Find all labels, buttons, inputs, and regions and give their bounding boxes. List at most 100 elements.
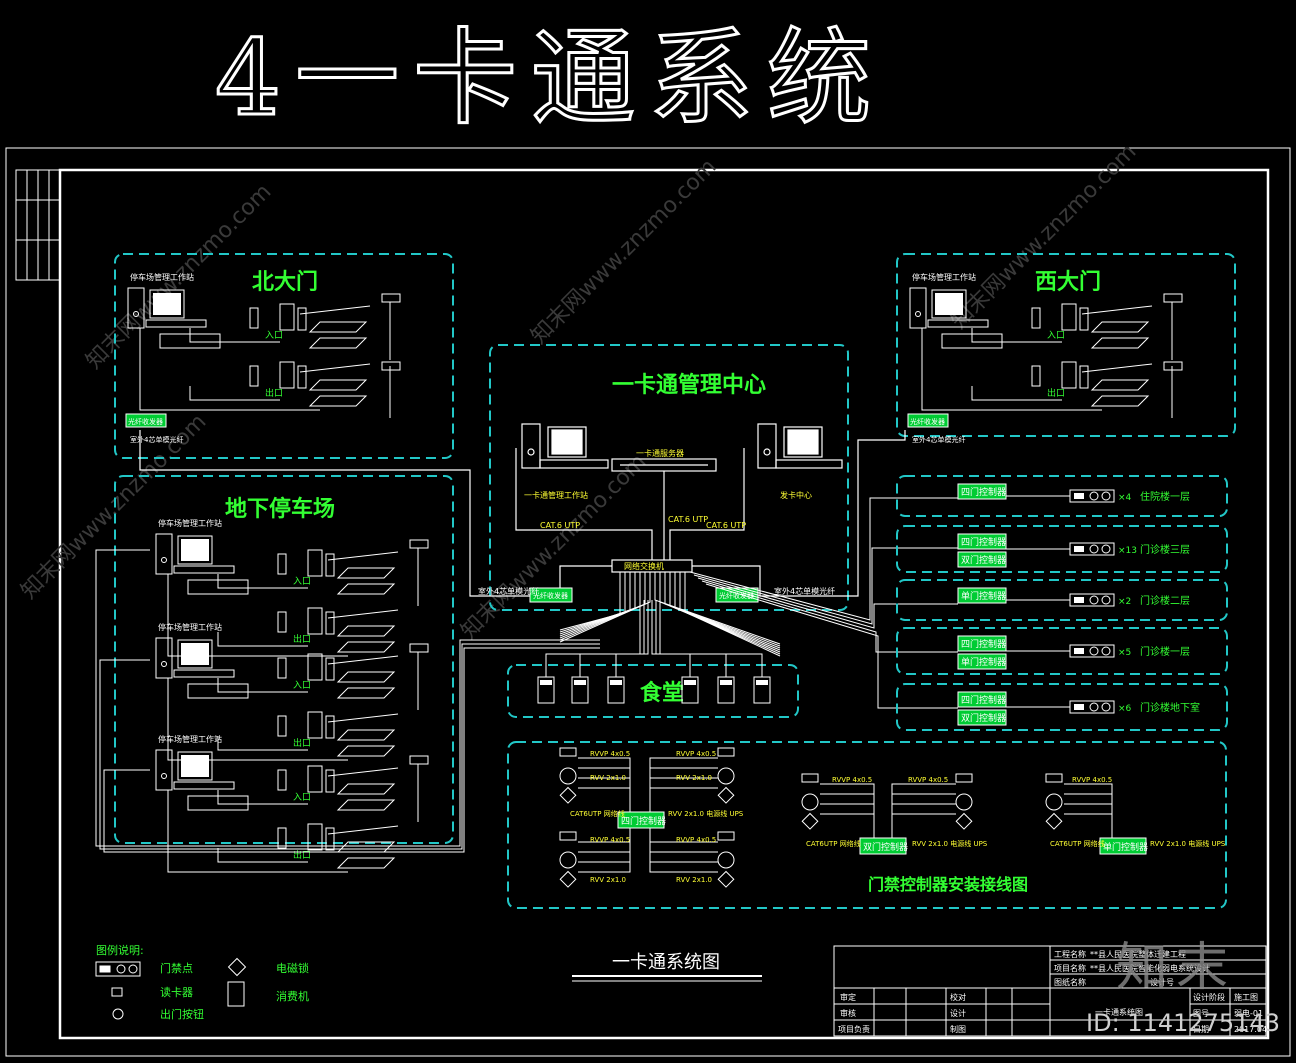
- door-device-icon: [955, 773, 973, 830]
- issuing-center-icon: [757, 423, 843, 469]
- door-device-icon: [717, 831, 735, 888]
- controller-box: [957, 483, 1007, 500]
- wiring-controller-label: 四门控制器: [621, 815, 666, 827]
- legend-item-maglock: 电磁锁: [276, 961, 309, 975]
- controller-box: [957, 709, 1007, 726]
- wiring-line: [1064, 803, 1113, 838]
- drawing-caption: 一卡通系统图: [612, 952, 720, 973]
- location-label: 门诊楼地下室: [1140, 701, 1200, 714]
- wiring-controller-box: [1099, 837, 1147, 855]
- cable-label: RVV 2x1.0: [590, 774, 626, 782]
- controller-label: 四门控制器: [961, 694, 1006, 706]
- cable-label: RVV 2x1.0: [676, 774, 712, 782]
- wiring-controller-label: 双门控制器: [863, 841, 908, 853]
- tb-review: 审核: [840, 1008, 856, 1018]
- door-count: ×4: [1118, 493, 1132, 503]
- access-feed-line: [701, 580, 958, 653]
- tb-design: 设计: [950, 1008, 966, 1018]
- controller-label: 双门控制器: [961, 554, 1006, 566]
- region-title-wiring: 门禁控制器安装接线图: [868, 875, 1028, 894]
- wiring-line: [891, 793, 956, 838]
- region-title-center: 一卡通管理中心: [612, 372, 766, 398]
- controller-box: [957, 587, 1007, 604]
- access-feed-line: [697, 577, 958, 629]
- inner-frame: [58, 168, 1270, 1040]
- cable-label: CAT6UTP 网络线: [1050, 839, 1105, 848]
- cable-bundle: [559, 497, 958, 709]
- region-wiring: [507, 741, 1227, 909]
- workstation-label: 停车场管理工作站: [130, 272, 194, 282]
- parking-feed-line: [99, 643, 600, 850]
- region-north-gate: [114, 253, 454, 459]
- region-parking: [114, 475, 454, 844]
- converter-label: 光纤收发器: [910, 417, 945, 426]
- tb-item-label: 项目名称: [1054, 963, 1086, 973]
- cable-label: RVV 2x1.0: [590, 876, 626, 884]
- wiring-line: [649, 828, 718, 873]
- access-feed-line: [705, 583, 958, 709]
- tb-draw: 制图: [950, 1024, 966, 1034]
- region-title-north-gate: 北大门: [252, 269, 318, 295]
- cable-label: RVVP 4x0.5: [1072, 776, 1112, 784]
- label-fiber-right: 室外4芯单模光纤: [774, 586, 835, 596]
- tb-item-value: **县人民医院智能化弱电系统设计: [1090, 963, 1210, 973]
- access-row-border: [896, 475, 1228, 517]
- legend-pos-icon: [227, 981, 245, 1007]
- door-count: ×6: [1118, 704, 1132, 714]
- tb-project-value: **县人民医院整体迁建工程: [1090, 949, 1186, 959]
- title-block: [833, 945, 1267, 1037]
- tb-drawing-no-label: 图号: [1193, 1009, 1209, 1018]
- entry-label: 入口: [265, 330, 283, 341]
- region-center: [489, 344, 849, 611]
- wiring-controller-box: [859, 837, 907, 855]
- tb-check: 校对: [950, 992, 966, 1002]
- tb-drawing-label: 图纸名称: [1054, 977, 1086, 987]
- bundle-line: [684, 572, 781, 657]
- exit-label: 出口: [1047, 387, 1065, 399]
- wiring-line: [820, 803, 875, 838]
- wiring-line: [649, 828, 718, 863]
- converter-left: [529, 587, 573, 603]
- wiring-line: [649, 777, 718, 812]
- location-label: 住院楼一层: [1140, 490, 1190, 503]
- wiring-line: [820, 793, 875, 838]
- exit-label: 出口: [293, 849, 311, 861]
- label-switch: 网络交换机: [624, 561, 664, 571]
- wiring-line: [891, 803, 956, 838]
- access-row-border: [896, 525, 1228, 573]
- location-label: 门诊楼三层: [1140, 543, 1190, 556]
- wiring-line: [891, 813, 956, 838]
- controller-box: [957, 635, 1007, 652]
- location-label: 门诊楼一层: [1140, 645, 1190, 658]
- entry-label: 入口: [293, 680, 311, 691]
- controller-label: 单门控制器: [961, 590, 1006, 602]
- tb-approve: 审定: [840, 992, 856, 1002]
- watermark-text: 知末网www.znzmo.com: [947, 139, 1142, 334]
- access-feed-line: [689, 497, 958, 621]
- workstation-label: 停车场管理工作站: [912, 272, 976, 282]
- exit-label: 出口: [265, 387, 283, 399]
- bundle-line: [664, 572, 781, 649]
- wiring-line: [649, 787, 718, 812]
- image-id: ID: 1141275143: [1086, 1009, 1280, 1037]
- access-row-border: [896, 683, 1228, 731]
- workstation-label: 停车场管理工作站: [158, 518, 222, 528]
- controller-label: 四门控制器: [961, 486, 1006, 498]
- controller-box: [957, 691, 1007, 708]
- pos-terminal-icon: [571, 600, 645, 704]
- tb-drawing-no-value: 弱电-01: [1234, 1008, 1263, 1018]
- region-west-gate: [896, 253, 1236, 437]
- label-cable-mid: CAT.6 UTP: [668, 515, 708, 524]
- legend: 图例说明: 门禁点 电磁锁 读卡器 消费机 出门按钮: [95, 943, 309, 1021]
- tb-date-label: 日期: [1193, 1025, 1209, 1034]
- wiring-line: [578, 757, 631, 812]
- wiring-line: [578, 787, 631, 812]
- controller-label: 双门控制器: [961, 712, 1006, 724]
- door-device-icon: [717, 747, 735, 804]
- cable-label: RVVP 4x0.5: [590, 750, 630, 758]
